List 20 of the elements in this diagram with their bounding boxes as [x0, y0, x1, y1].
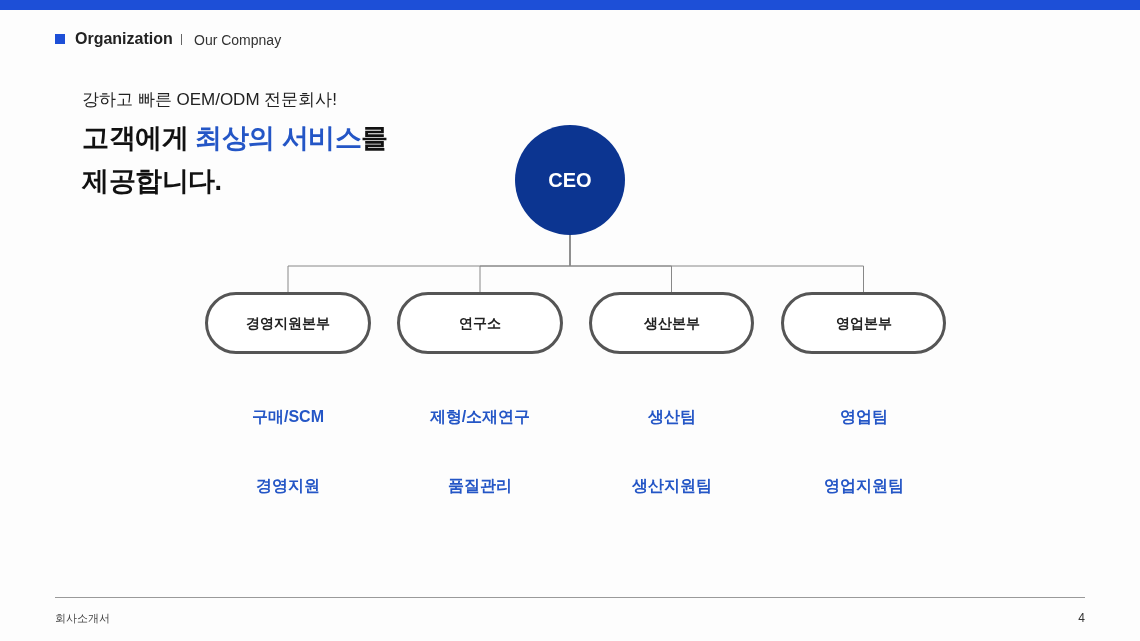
team-label: 영업지원팀 [822, 476, 905, 496]
team-label: 제형/소재연구 [428, 407, 532, 427]
tagline: 강하고 빠른 OEM/ODM 전문회사! [82, 89, 337, 111]
node-label: 경영지원본부 [246, 314, 330, 332]
team-label: 생산팀 [646, 407, 697, 427]
team-label: 품질관리 [447, 476, 513, 496]
team-label: 영업팀 [838, 407, 889, 427]
section-title: Organization [75, 29, 173, 49]
headline: 고객에게 최상의 서비스를 제공합니다. [82, 122, 389, 198]
node-label: 연구소 [459, 314, 501, 332]
connector-line [569, 234, 864, 293]
footer-text: 회사소개서 [55, 611, 110, 625]
team-label: 생산지원팀 [630, 476, 713, 496]
node-label: CEO [548, 168, 592, 192]
team-label: 구매/SCM [251, 407, 325, 427]
section-subtitle: Our Compnay [194, 31, 282, 49]
node-label: 생산본부 [643, 314, 700, 332]
node-label: 영업본부 [835, 314, 892, 332]
team-label: 경영지원 [255, 476, 321, 496]
page-number: 4 [1077, 611, 1085, 625]
